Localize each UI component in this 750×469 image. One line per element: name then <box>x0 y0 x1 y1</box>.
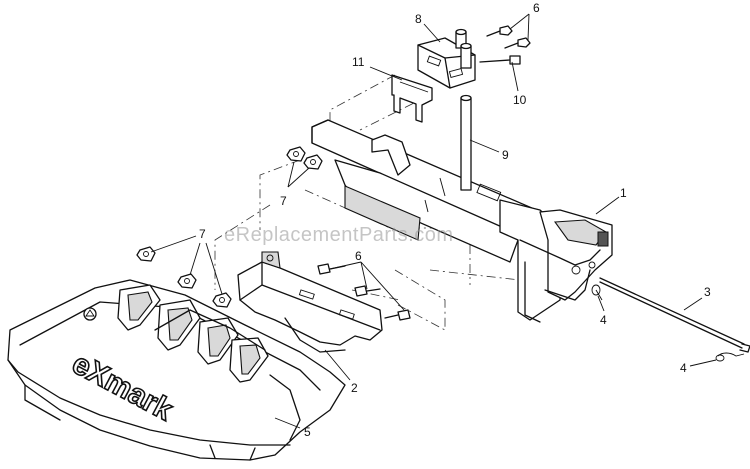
callout-8: 8 <box>415 12 422 26</box>
callout-5: 5 <box>304 425 311 439</box>
callout-2: 2 <box>351 381 358 395</box>
callout-1: 1 <box>620 186 627 200</box>
watermark: eReplacementParts.com <box>224 224 454 246</box>
callout-labels: 6 8 11 10 9 7 1 7 6 3 4 2 4 5 <box>199 1 711 439</box>
nuts-upper <box>286 146 323 170</box>
callout-6-upper: 6 <box>533 1 540 15</box>
frame-assembly <box>311 119 613 323</box>
linkage-rod <box>599 277 750 353</box>
callout-7-lower: 7 <box>199 227 206 241</box>
engine-cover: eXmark <box>7 279 346 461</box>
callout-11: 11 <box>352 55 365 69</box>
callout-10: 10 <box>513 93 527 107</box>
nuts-lower <box>136 246 232 308</box>
lower-bracket <box>237 251 383 353</box>
callout-7-upper: 7 <box>280 194 287 208</box>
pivot-bracket <box>417 28 476 89</box>
leader-lines <box>150 13 717 429</box>
clip-plate <box>391 74 433 123</box>
callout-4-right: 4 <box>680 361 687 375</box>
hairpin-clips <box>591 284 745 362</box>
bolts-upper <box>479 25 531 65</box>
callout-4-left: 4 <box>600 313 607 327</box>
callout-6-middle: 6 <box>355 249 362 263</box>
callout-3: 3 <box>704 285 711 299</box>
callout-9: 9 <box>502 148 509 162</box>
pivot-rod <box>460 94 472 191</box>
